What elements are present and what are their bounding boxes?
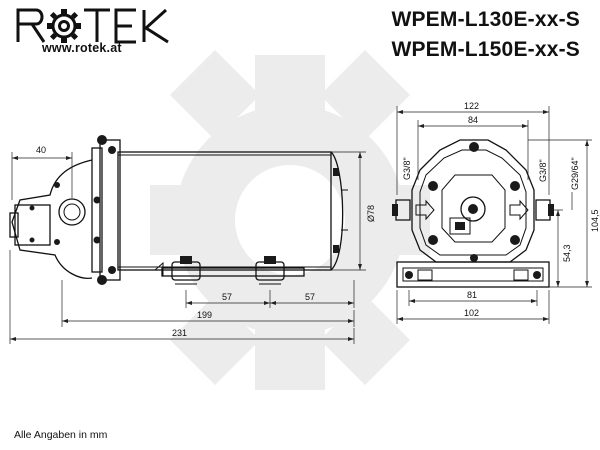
port-label-right: G3/8" (538, 159, 548, 182)
dim-199: 199 (197, 310, 212, 320)
side-view (9, 135, 348, 285)
model-name-2: WPEM-L150E-xx-S (391, 38, 580, 61)
dim-54-3: 54,3 (562, 244, 572, 262)
brand-url: www.rotek.at (42, 41, 122, 55)
port-label-left: G3/8" (402, 157, 412, 180)
dim-dia78: Ø78 (366, 205, 376, 222)
rotek-logo (16, 8, 169, 44)
side-view-dimensions: 40 Ø78 57 57 199 (9, 145, 376, 344)
dim-102: 102 (464, 308, 479, 318)
dim-231: 231 (172, 328, 187, 338)
dim-57-right: 57 (305, 292, 315, 302)
dim-81: 81 (467, 290, 477, 300)
port-label-side: G29/64" (570, 157, 580, 190)
dim-122: 122 (464, 101, 479, 111)
dim-40: 40 (36, 145, 46, 155)
front-view (392, 139, 554, 288)
dim-104-5: 104,5 (590, 209, 600, 232)
dim-84: 84 (468, 115, 478, 125)
dim-57-left: 57 (222, 292, 232, 302)
front-view-dimensions: 122 84 G3/8" G3/8" G29/64" 104,5 (396, 101, 600, 324)
model-name-1: WPEM-L130E-xx-S (391, 8, 580, 31)
units-footnote: Alle Angaben in mm (14, 429, 108, 441)
